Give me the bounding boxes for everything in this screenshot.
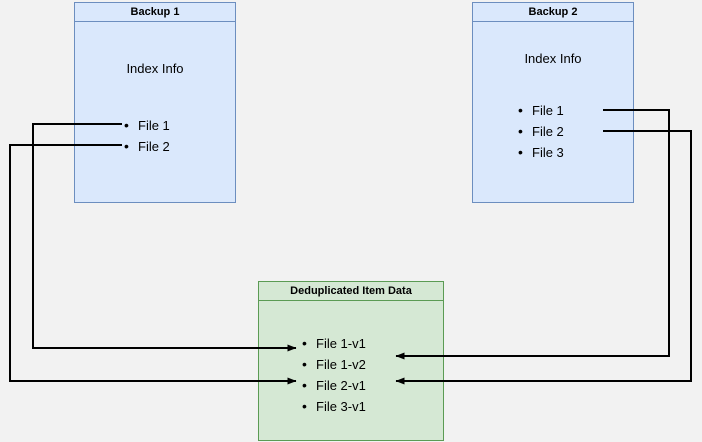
list-item: File 2 (122, 136, 170, 157)
dedup-item-list: File 1-v1 File 1-v2 File 2-v1 File 3-v1 (300, 333, 366, 417)
list-item: File 1 (122, 115, 170, 136)
backup2-title: Backup 2 (528, 6, 578, 18)
list-item: File 1 (516, 100, 564, 121)
list-item: File 2-v1 (300, 375, 366, 396)
backup2-header: Backup 2 (472, 2, 634, 22)
list-item: File 3 (516, 142, 564, 163)
backup1-subtitle: Index Info (126, 61, 184, 76)
dedup-title: Deduplicated Item Data (290, 285, 412, 297)
dedup-header: Deduplicated Item Data (258, 281, 444, 301)
list-item: File 1-v1 (300, 333, 366, 354)
backup2-file-list: File 1 File 2 File 3 (516, 100, 564, 163)
backup1-title: Backup 1 (130, 6, 180, 18)
backup1-file-list: File 1 File 2 (122, 115, 170, 157)
backup1-header: Backup 1 (74, 2, 236, 22)
backup1-body (74, 22, 236, 203)
list-item: File 3-v1 (300, 396, 366, 417)
list-item: File 1-v2 (300, 354, 366, 375)
backup2-subtitle: Index Info (524, 51, 582, 66)
list-item: File 2 (516, 121, 564, 142)
